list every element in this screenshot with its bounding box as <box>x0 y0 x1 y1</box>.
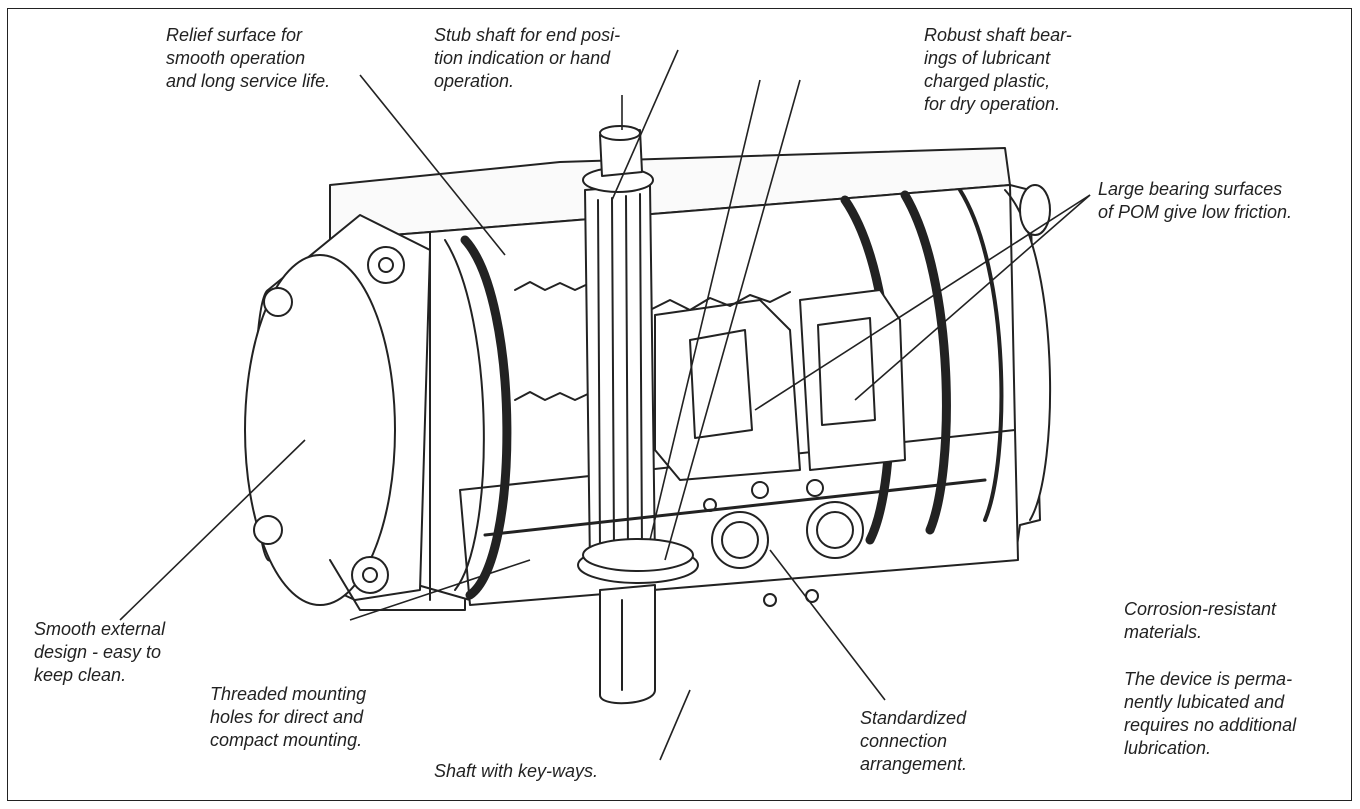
label-shaft-keyways: Shaft with key-ways. <box>434 761 599 781</box>
label-stub-shaft: Stub shaft for end posi-tion indication … <box>434 25 621 91</box>
label-lubrication: The device is perma-nently lubicated and… <box>1124 669 1297 758</box>
diagram-frame <box>7 8 1352 801</box>
